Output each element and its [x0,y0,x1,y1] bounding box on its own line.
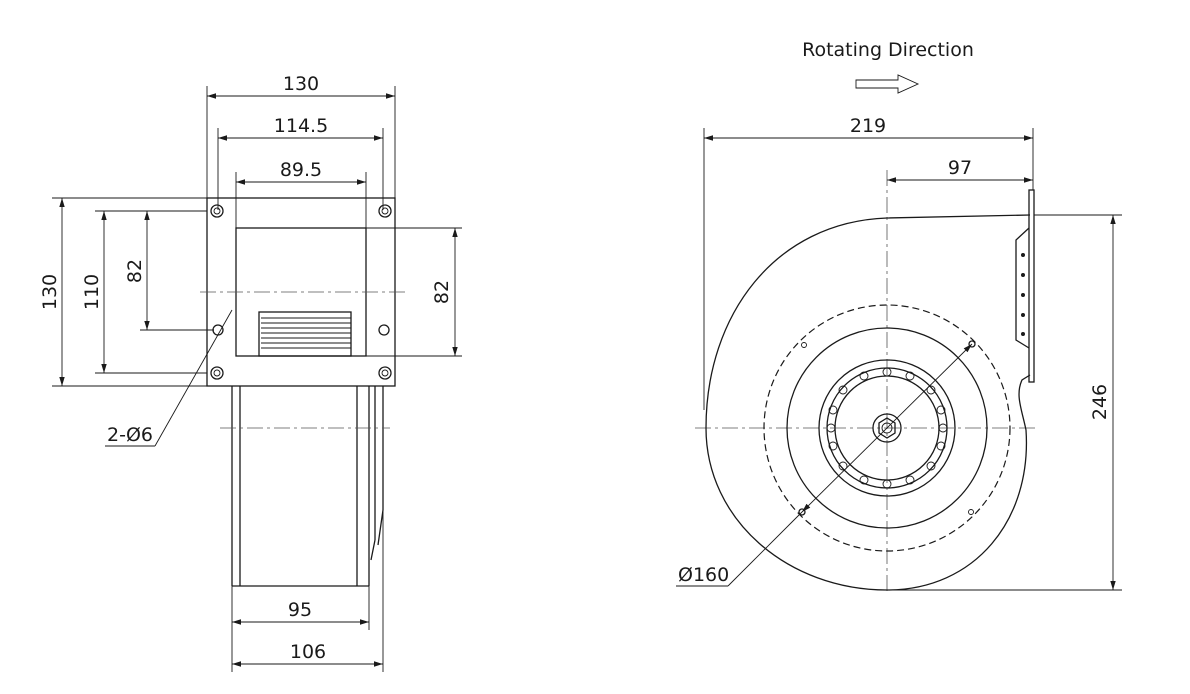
inlet-bolt-circle [763,304,1011,552]
dim-246: 246 [887,214,1122,591]
label-110: 110 [81,274,103,310]
dim-95: 95 [231,586,370,630]
label-130-left: 130 [39,274,61,310]
dim-110: 110 [81,210,207,374]
dim-130-top: 130 [206,73,396,198]
label-82-right: 82 [431,280,453,304]
label-246: 246 [1089,384,1111,420]
label-130-top: 130 [283,73,319,95]
dim-114-5: 114.5 [217,115,384,210]
inlet-ring [786,327,988,529]
rotating-direction-title: Rotating Direction [802,39,974,61]
side-view: 130 114.5 89.5 [39,73,462,672]
housing-body [231,386,384,587]
label-diameter-160: Ø160 [678,564,729,586]
label-114-5: 114.5 [274,115,328,137]
dim-160: Ø160 [676,343,973,587]
label-97: 97 [948,157,972,179]
scroll-housing [705,214,1031,591]
dim-106: 106 [231,510,384,672]
dim-219: 219 [703,115,1034,410]
impeller-blades [258,311,352,357]
dim-82-right: 82 [366,227,462,357]
dim-97: 97 [887,157,1033,183]
label-106: 106 [290,641,326,663]
label-89-5: 89.5 [280,159,322,181]
label-219: 219 [850,115,886,137]
dim-130-left: 130 [39,197,207,387]
dim-89-5: 89.5 [235,159,367,228]
front-view: Rotating Direction 219 97 [676,39,1122,595]
rotation-arrow-icon [855,74,920,94]
label-2-holes: 2-Ø6 [107,424,153,446]
label-95: 95 [288,599,312,621]
hole-callout: 2-Ø6 [105,309,233,447]
mounting-holes [210,204,392,380]
dim-82-left: 82 [124,210,214,331]
outlet-flange [1015,189,1035,383]
label-82-left: 82 [124,259,146,283]
